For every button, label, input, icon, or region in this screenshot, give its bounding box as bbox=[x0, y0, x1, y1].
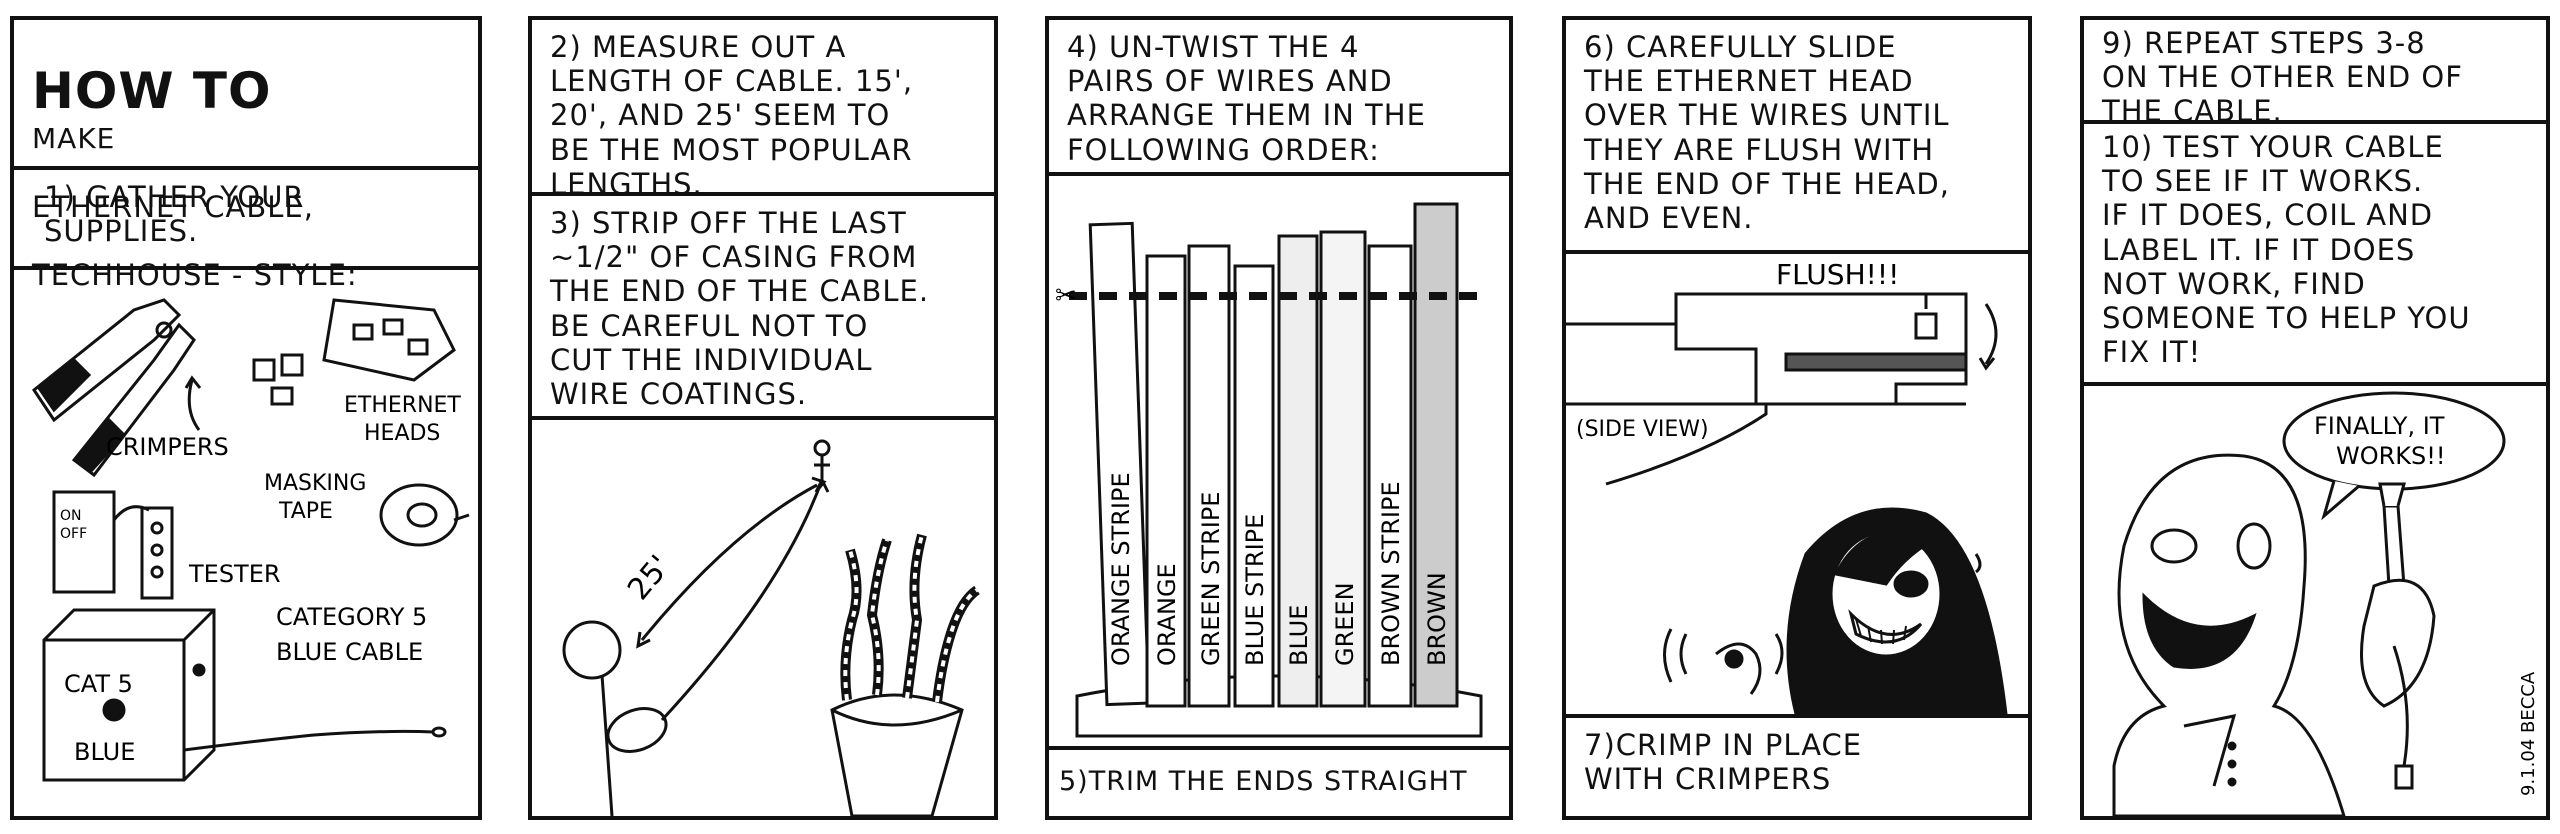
wire-label-2: ORANGE bbox=[1153, 563, 1181, 666]
panel-3: 4) UN-TWIST THE 4 PAIRS OF WIRES AND ARR… bbox=[1045, 16, 1513, 820]
girl-crimping-icon bbox=[1663, 507, 2008, 716]
cable-box-icon bbox=[42, 608, 447, 782]
ethernet-heads-icon bbox=[252, 298, 456, 406]
step-9-caption: 9) REPEAT STEPS 3-8 ON THE OTHER END OF … bbox=[2084, 20, 2546, 128]
crimpers-label: CRIMPERS bbox=[106, 433, 229, 461]
stripped-cable-icon bbox=[830, 533, 981, 816]
step-5-caption: 5)TRIM THE ENDS STRAIGHT bbox=[1049, 746, 1509, 816]
crimp-illustration: FLUSH!!! (SIDE VIEW) bbox=[1566, 254, 2028, 716]
stick-figure-icon bbox=[562, 439, 831, 816]
speech-line-2: WORKS!! bbox=[2336, 442, 2446, 470]
signature: 9.1.04 BECCA bbox=[2518, 671, 2539, 796]
step-2-caption: 2) MEASURE OUT A LENGTH OF CABLE. 15', 2… bbox=[532, 20, 994, 201]
box-cat5-text: CAT 5 bbox=[64, 670, 133, 698]
speech-line-1: FINALLY, IT bbox=[2314, 412, 2445, 440]
masking-label: MASKING bbox=[264, 471, 366, 496]
step-10-caption: 10) TEST YOUR CABLE TO SEE IF IT WORKS. … bbox=[2084, 124, 2546, 386]
wire-label-6: GREEN bbox=[1331, 582, 1359, 666]
length-25-label: 25' bbox=[621, 549, 678, 607]
scissors-icon: ✂ bbox=[1055, 281, 1077, 311]
tester-label: TESTER bbox=[188, 560, 281, 588]
panel-4: 6) CAREFULLY SLIDE THE ETHERNET HEAD OVE… bbox=[1562, 16, 2032, 820]
speech-bubble bbox=[2282, 391, 2506, 521]
wire-label-8: BROWN bbox=[1423, 572, 1451, 666]
tester-off: OFF bbox=[60, 526, 87, 542]
tester-on: ON bbox=[60, 508, 82, 524]
blue-cable-label: BLUE CABLE bbox=[276, 638, 423, 666]
step-6-caption: 6) CAREFULLY SLIDE THE ETHERNET HEAD OVE… bbox=[1566, 20, 2028, 254]
success-svg: FINALLY, IT WORKS!! 9.1.04 BECCA bbox=[2112, 391, 2539, 816]
crimpers-icon bbox=[31, 298, 196, 478]
step-7-caption: 7)CRIMP IN PLACE WITH CRIMPERS bbox=[1566, 714, 2028, 816]
tester-icon bbox=[52, 490, 174, 600]
supplies-illustration: CRIMPERS ETHERNET HEADS ON OFF TESTER bbox=[14, 270, 478, 816]
category-label: CATEGORY 5 bbox=[276, 603, 427, 631]
title-ethernet: ETHERNET CABLE, bbox=[32, 189, 314, 224]
wire-order-svg: ✂ ORANGE STRIPE ORANGE GREEN STRIPE BLUE… bbox=[1055, 202, 1489, 738]
step-1-caption: 1) GATHER YOUR SUPPLIES. bbox=[14, 170, 478, 270]
bald-man-icon bbox=[2112, 453, 2436, 816]
title-how-to: HOW TO bbox=[32, 62, 272, 121]
wire-order-illustration: ✂ ORANGE STRIPE ORANGE GREEN STRIPE BLUE… bbox=[1049, 176, 1509, 746]
heads-label: HEADS bbox=[364, 421, 440, 446]
ethernet-label: ETHERNET bbox=[344, 393, 461, 418]
measure-svg: 25' bbox=[562, 439, 981, 816]
wire-label-4: BLUE STRIPE bbox=[1241, 514, 1269, 666]
panel-5: 9) REPEAT STEPS 3-8 ON THE OTHER END OF … bbox=[2080, 16, 2550, 820]
panel-1: HOW TO MAKE ETHERNET CABLE, TECHHOUSE - … bbox=[10, 16, 482, 820]
measure-illustration: 25' bbox=[532, 420, 994, 816]
side-view-label: (SIDE VIEW) bbox=[1576, 417, 1709, 442]
panel-1-title: HOW TO MAKE ETHERNET CABLE, TECHHOUSE - … bbox=[14, 20, 478, 292]
title-make: MAKE bbox=[32, 122, 116, 156]
flush-label: FLUSH!!! bbox=[1776, 258, 1899, 291]
wire-label-3: GREEN STRIPE bbox=[1197, 492, 1225, 666]
crimp-svg: FLUSH!!! (SIDE VIEW) bbox=[1566, 258, 2008, 716]
step-3-caption: 3) STRIP OFF THE LAST ~1/2" OF CASING FR… bbox=[532, 196, 994, 420]
wire-label-1: ORANGE STRIPE bbox=[1107, 472, 1135, 666]
step-4-caption: 4) UN-TWIST THE 4 PAIRS OF WIRES AND ARR… bbox=[1049, 20, 1509, 176]
panel-2: 2) MEASURE OUT A LENGTH OF CABLE. 15', 2… bbox=[528, 16, 998, 820]
success-illustration: FINALLY, IT WORKS!! 9.1.04 BECCA bbox=[2084, 386, 2546, 816]
box-blue-text: BLUE bbox=[74, 738, 135, 766]
wire-label-7: BROWN STRIPE bbox=[1377, 481, 1405, 666]
ethernet-head-side-icon bbox=[1566, 292, 1998, 486]
supplies-svg: CRIMPERS ETHERNET HEADS ON OFF TESTER bbox=[31, 298, 470, 782]
tape-label: TAPE bbox=[278, 499, 333, 524]
wire-label-5: BLUE bbox=[1285, 605, 1313, 666]
wires-group bbox=[1088, 202, 1459, 708]
title-techhouse: TECHHOUSE - STYLE: bbox=[32, 258, 358, 293]
masking-tape-icon bbox=[379, 483, 470, 547]
